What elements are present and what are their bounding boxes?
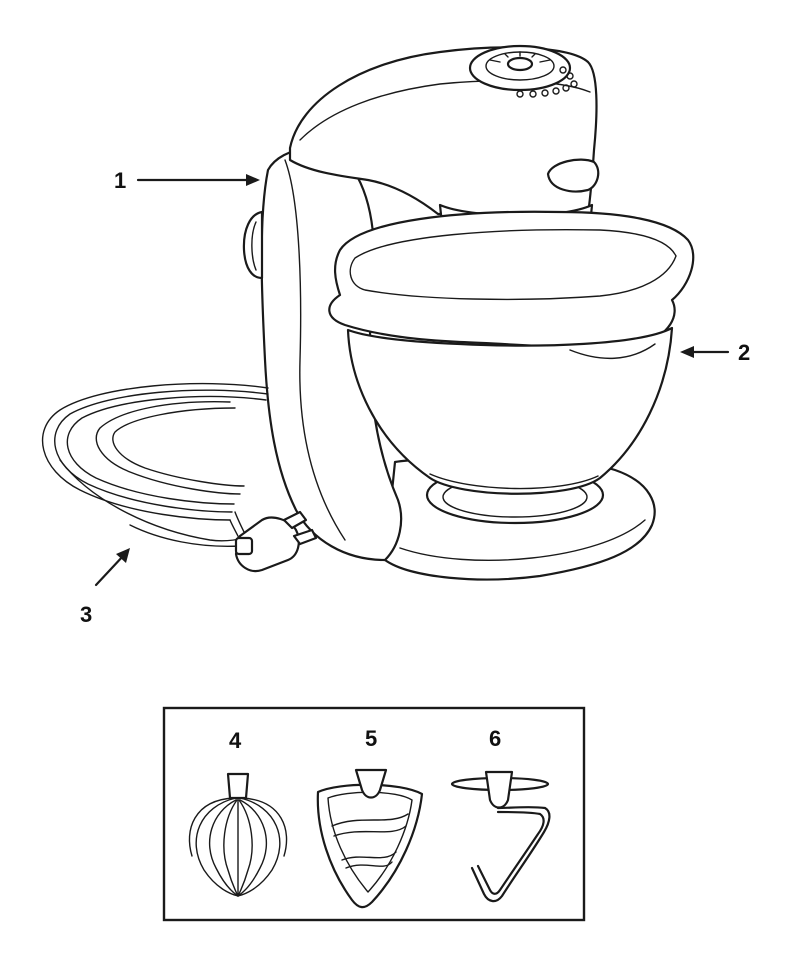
callout-4-whisk: 4 [229,728,242,753]
power-cord [41,382,269,547]
beater-attachment [316,768,424,909]
whisk-attachment [188,772,288,897]
callout-5-beater: 5 [365,726,377,751]
bowl-body [346,326,674,495]
speed-indicator-dots [516,66,578,98]
head-release-lever [546,158,600,193]
callout-6-dough-hook: 6 [489,726,501,751]
callout-2-bowl: 2 [738,340,750,365]
callout-3-power-cord: 3 [80,602,92,627]
callout-arrows [94,174,730,587]
power-plug [234,510,318,573]
side-knob [242,210,264,280]
callout-1-body: 1 [114,168,126,193]
stand-mixer [41,44,695,581]
dough-hook-attachment [450,770,551,903]
bowl-rim [328,210,695,349]
attachments-panel [162,706,586,922]
